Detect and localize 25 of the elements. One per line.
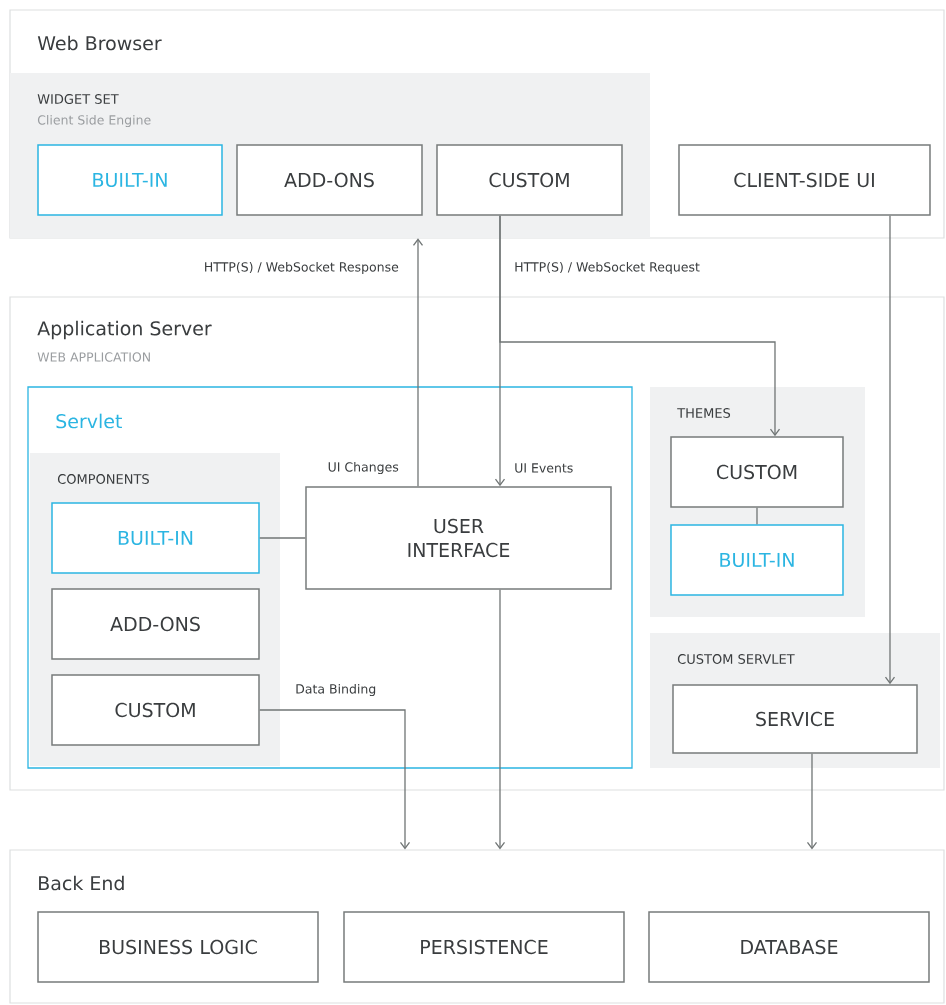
arrow — [499, 215, 781, 437]
component-box: BUILT-IN — [670, 524, 844, 596]
component-box: BUILT-IN — [37, 144, 223, 216]
component-box: PERSISTENCE — [343, 911, 625, 983]
arrow — [259, 709, 411, 850]
edge-label: HTTP(S) / WebSocket Response — [205, 261, 399, 275]
arrow — [412, 238, 424, 487]
component-box: CUSTOM — [670, 436, 844, 508]
component-box: USER INTERFACE — [305, 486, 612, 590]
arrow — [494, 589, 506, 850]
arrow — [884, 215, 896, 685]
arrow — [806, 753, 818, 850]
edge-label: HTTP(S) / WebSocket Request — [515, 261, 700, 275]
component-box: CUSTOM — [51, 674, 260, 746]
component-box: BUILT-IN — [51, 502, 260, 574]
component-box: ADD-ONS — [51, 588, 260, 660]
component-box: BUSINESS LOGIC — [37, 911, 319, 983]
flow-label: UI Changes — [328, 461, 399, 475]
component-box: SERVICE — [672, 684, 918, 754]
component-box: ADD-ONS — [236, 144, 423, 216]
component-box: DATABASE — [648, 911, 930, 983]
component-box: CLIENT-SIDE UI — [678, 144, 931, 216]
edge-label: Data Binding — [296, 683, 376, 697]
flow-label: UI Events — [515, 463, 573, 473]
component-box: CUSTOM — [436, 144, 623, 216]
